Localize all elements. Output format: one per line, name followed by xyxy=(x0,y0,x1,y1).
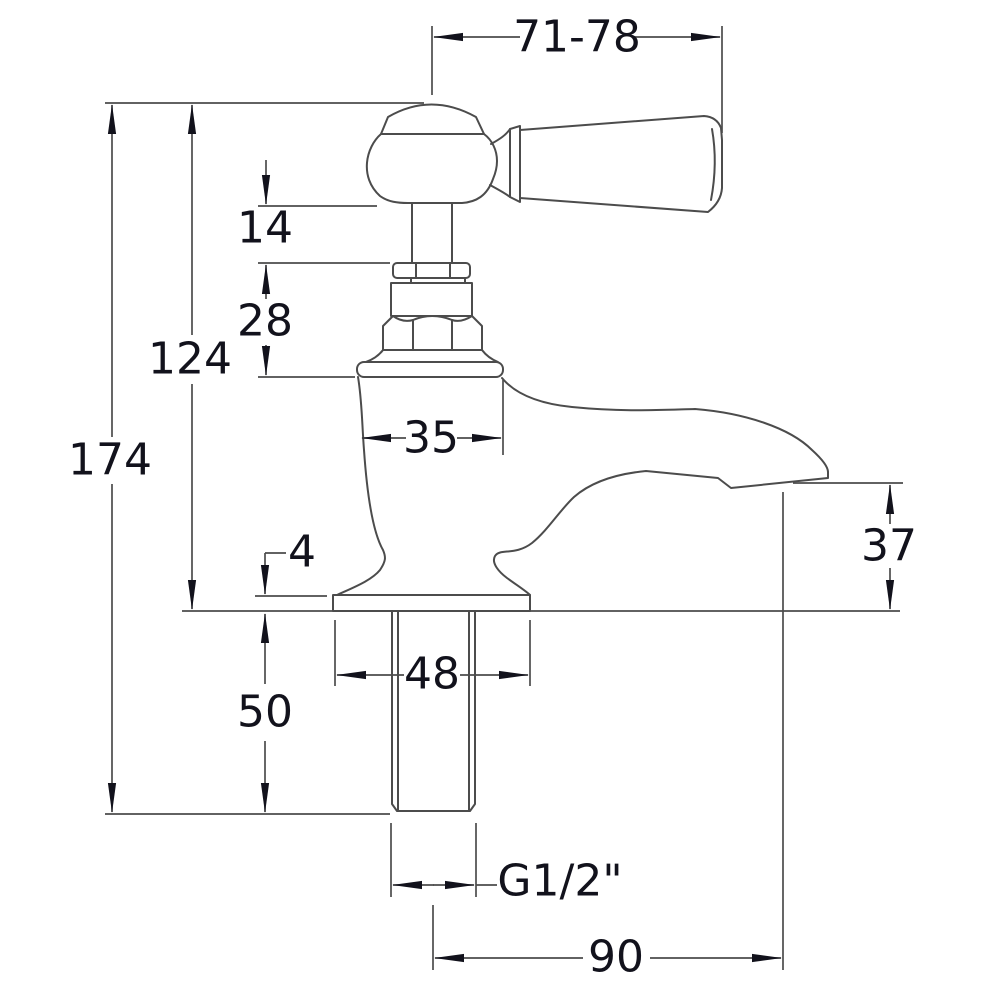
dim-spout-reach: 90 xyxy=(432,492,784,983)
handle-cap xyxy=(380,103,485,135)
packing-nut xyxy=(392,262,471,279)
dim-head-gap: 14 xyxy=(237,160,390,264)
dim-label-body-width: 35 xyxy=(403,413,459,464)
dim-bonnet-height: 28 xyxy=(237,264,355,378)
lever-handle xyxy=(519,115,723,213)
handle-neck-top xyxy=(490,128,511,145)
hex-nut xyxy=(382,315,483,351)
dimension-annotations: 71-78 174 124 14 28 xyxy=(68,12,917,983)
dim-label-spout-reach: 90 xyxy=(588,932,644,983)
dim-label-overall-height: 174 xyxy=(68,435,152,486)
bonnet xyxy=(390,282,473,317)
dim-thread-size: G1/2" xyxy=(390,823,623,907)
handle-neck-bottom xyxy=(489,184,511,198)
dim-label-flange-width: 48 xyxy=(404,649,460,700)
bell-flare-left xyxy=(365,349,384,363)
dim-overall-height: 174 xyxy=(68,102,424,815)
dim-label-bonnet-height: 28 xyxy=(237,296,293,347)
base-flange xyxy=(332,594,531,612)
dim-label-tail-length: 50 xyxy=(237,687,293,738)
body-left-edge xyxy=(336,376,386,596)
dim-deck-to-top: 124 xyxy=(148,104,232,610)
dim-tail-length: 50 xyxy=(237,613,293,813)
dim-body-width: 35 xyxy=(361,380,504,464)
dim-label-deck-to-top: 124 xyxy=(148,334,232,385)
dim-label-thread-size: G1/2" xyxy=(497,856,622,907)
handle-ball xyxy=(365,133,498,204)
faucet-outline xyxy=(332,103,829,812)
dim-label-handle-span: 71-78 xyxy=(513,12,641,63)
dim-flange-thickness: 4 xyxy=(255,527,327,597)
lever-tip-facet xyxy=(710,128,716,201)
dim-label-spout-height: 37 xyxy=(861,521,917,572)
lever-ferrule xyxy=(509,125,521,203)
hex-nut-crown xyxy=(392,315,473,322)
dim-label-flange-thickness: 4 xyxy=(288,527,316,578)
threaded-tail xyxy=(391,611,476,812)
spout-underside xyxy=(493,470,829,596)
spout-top-edge xyxy=(501,377,829,473)
bell-lip xyxy=(356,361,504,378)
dim-handle-span: 71-78 xyxy=(431,12,723,133)
dim-flange-width: 48 xyxy=(334,620,531,700)
dim-spout-height: 37 xyxy=(793,482,917,610)
dim-label-head-gap: 14 xyxy=(237,203,293,254)
bell-flare-right xyxy=(481,349,499,363)
